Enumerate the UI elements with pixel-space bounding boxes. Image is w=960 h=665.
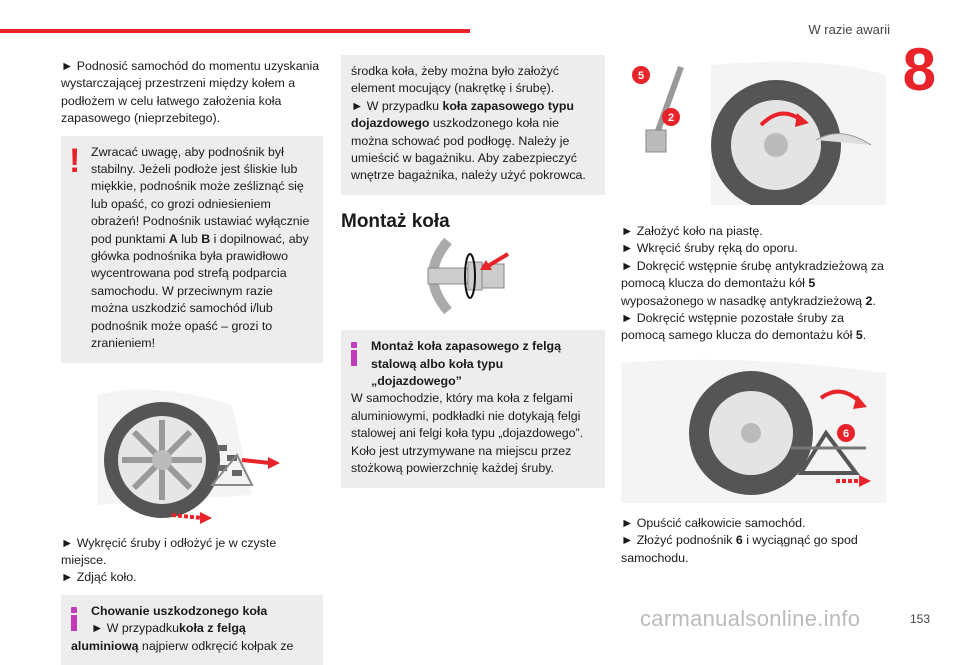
badge-6: 6 [843,428,849,440]
info-box-continued: środka koła, żeby można było założyć ele… [341,55,605,195]
page-number: 153 [909,612,930,626]
info-text: ► W przypadku koła z felgą aluminiową na… [71,621,294,653]
info-box-mounting: Montaż koła zapasowego z felgą stalową a… [341,330,605,488]
header-red-bar [0,29,470,33]
info-icon [349,342,359,367]
jack-lowering-illustration: 6 [621,359,886,503]
info-spacesaver-text: ► W przypadku koła zapasowego typu dojaz… [351,98,586,183]
badge-2: 2 [668,112,674,124]
step-remove-wheel: ► Zdjąć koło. [61,570,137,585]
step-fit-wheel: ► Założyć koło na piastę. [621,224,763,238]
step-tighten-antitheft: ► Dokręcić wstępnie śrubę antykradzieżow… [621,258,884,308]
step-lift-car: ► Podnosić samochód do momentu uzyskania… [61,59,320,126]
step-fold-jack: ► Złożyć podnośnik 6 i wyciągnąć go spod… [621,533,858,565]
column-3: 5 2 ► Założyć koło na piastę. ► Wkręcić … [621,55,886,567]
step-remove-bolts: ► Wykręcić śruby i odłożyć je w czyste m… [61,535,277,567]
warning-icon: ! [69,141,81,180]
info-box-storing-wheel: Chowanie uszkodzonego koła ► W przypadku… [61,594,323,665]
warning-box: ! Zwracać uwagę, aby podnośnik był stabi… [61,135,323,363]
wheel-removal-illustration [97,388,280,524]
heading-wheel-mounting: Montaż koła [341,210,450,232]
section-title: W razie awarii [808,22,890,37]
info-mounting-title: Montaż koła zapasowego z felgą stalową a… [371,339,562,389]
step-screw-by-hand: ► Wkręcić śruby ręką do oporu. [621,241,798,256]
warning-text: Zwracać uwagę, aby podnośnik był stabiln… [91,144,310,351]
info-title: Chowanie uszkodzonego koła [91,603,268,618]
badge-5: 5 [638,70,644,82]
wheel-fitting-illustration: 5 2 [632,61,886,205]
watermark: carmanualsonline.info [640,606,861,631]
info-mounting-text: W samochodzie, który ma koła z felgami a… [351,391,584,476]
info-continued-text: środka koła, żeby można było założyć ele… [351,64,559,96]
chapter-number: 8 [902,36,936,103]
step-tighten-others: ► Dokręcić wstępnie pozostałe śruby za p… [621,311,867,343]
column-2: środka koła, żeby można było założyć ele… [341,55,605,488]
step-lower-car: ► Opuścić całkowicie samochód. [621,515,806,530]
column-1: ► Podnosić samochód do momentu uzyskania… [61,58,323,665]
info-icon [69,606,79,631]
bolt-illustration [427,237,510,315]
